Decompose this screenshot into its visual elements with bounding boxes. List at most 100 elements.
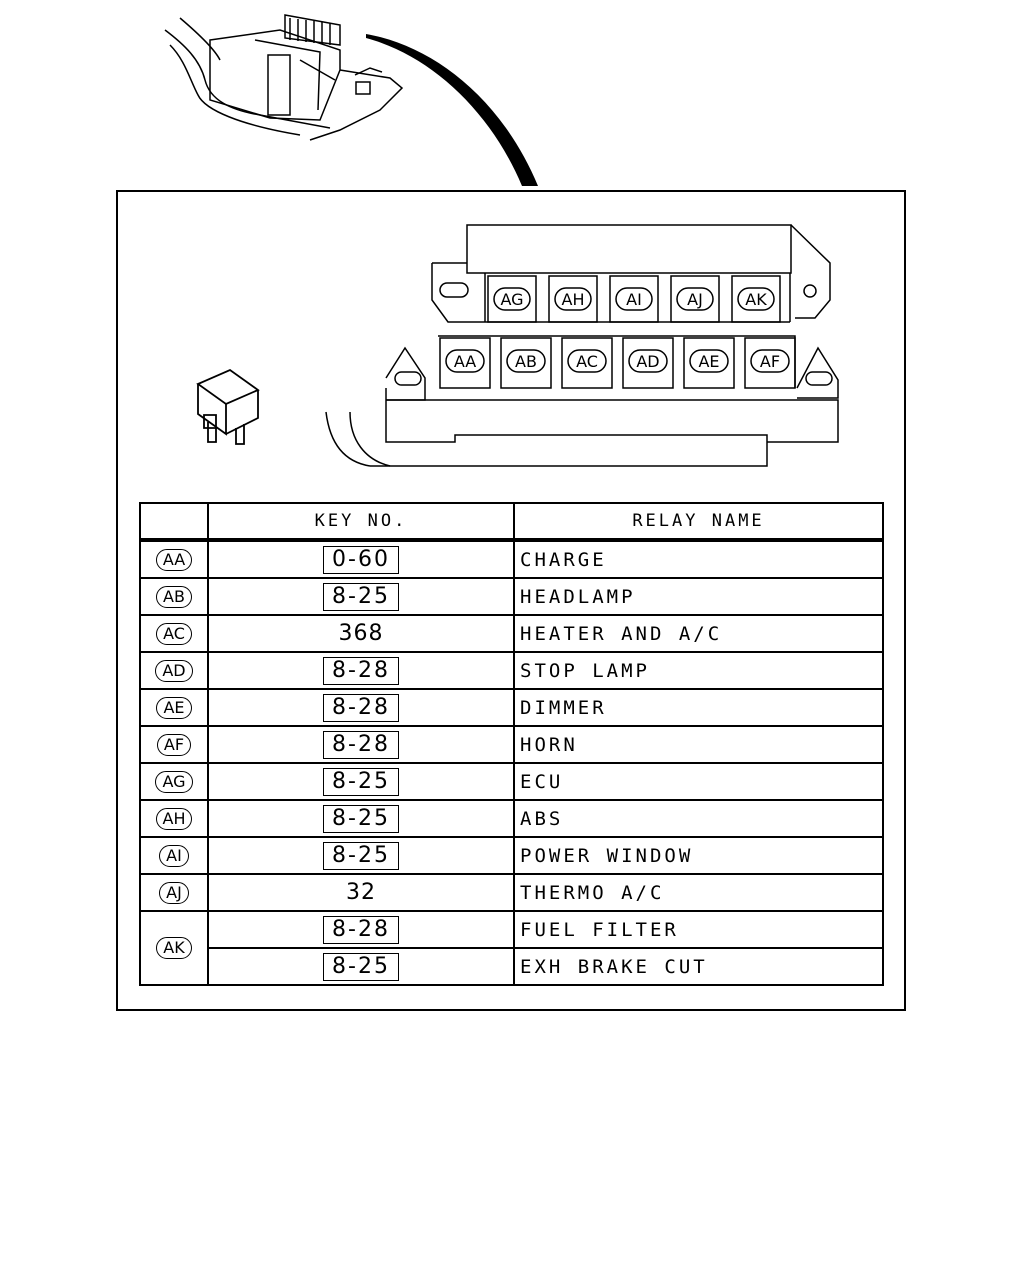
relay-icon (196, 368, 260, 445)
key-no-cell: 8-25 (207, 947, 515, 986)
key-no-cell: 8-28 (207, 688, 515, 727)
relay-name: CHARGE (513, 539, 884, 579)
relay-code: AC (156, 622, 192, 645)
key-no-cell: 8-28 (207, 725, 515, 764)
table-row: AI 8-25 POWER WINDOW (139, 836, 884, 875)
relay-code: AJ (159, 881, 189, 904)
relay-code: AD (155, 659, 193, 682)
relay-code: AG (155, 770, 193, 793)
key-no-cell: 8-25 (207, 799, 515, 838)
relay-code: AE (156, 696, 192, 719)
relay-code-cell: AC (139, 614, 209, 653)
key-no-cell: 32 (207, 873, 515, 912)
relay-slot-label: AG (500, 290, 523, 309)
key-no: 8-25 (323, 582, 399, 611)
header-key-no: KEY NO. (207, 502, 515, 542)
key-no: 8-28 (323, 730, 399, 759)
relay-slot-ak: AK (731, 275, 781, 323)
relay-slot-label: AB (515, 352, 537, 371)
relay-slot-label: AE (698, 352, 719, 371)
relay-slot-aa: AA (439, 337, 491, 389)
key-no: 8-28 (323, 656, 399, 685)
relay-name: ECU (513, 762, 884, 801)
key-no: 8-25 (323, 841, 399, 870)
relay-name: FUEL FILTER (513, 910, 884, 949)
key-no-cell: 8-28 (207, 910, 515, 949)
relay-slot-label: AJ (687, 290, 703, 309)
relay-slot-label: AA (454, 352, 476, 371)
table-row: AK 8-28 FUEL FILTER (139, 910, 884, 986)
key-no-cell: 368 (207, 614, 515, 653)
relay-code: AI (159, 844, 189, 867)
key-no-cell: 8-25 (207, 577, 515, 616)
relay-code: AK (156, 937, 192, 959)
key-no: 8-25 (323, 767, 399, 796)
key-no: 368 (338, 620, 384, 646)
relay-name: EXH BRAKE CUT (513, 947, 884, 986)
table-row: AD 8-28 STOP LAMP (139, 651, 884, 690)
relay-code-cell: AE (139, 688, 209, 727)
top-row-relay-slots: AG AH AI AJ AK (487, 275, 781, 323)
relay-slot-aj: AJ (670, 275, 720, 323)
relay-code: AH (155, 807, 193, 830)
relay-slot-label: AI (626, 290, 642, 309)
relay-slot-label: AK (745, 290, 767, 309)
relay-name: HEATER AND A/C (513, 614, 884, 653)
relay-slot-label: AF (760, 352, 780, 371)
table-header-row: KEY NO. RELAY NAME (139, 502, 884, 542)
relay-slot-label: AD (636, 352, 659, 371)
diagram-frame (116, 190, 906, 1011)
relay-code-cell: AF (139, 725, 209, 764)
key-no-cell: 8-25 (207, 836, 515, 875)
relay-slot-ab: AB (500, 337, 552, 389)
relay-slot-label: AC (576, 352, 598, 371)
relay-slot-ae: AE (683, 337, 735, 389)
relay-name: HEADLAMP (513, 577, 884, 616)
table-row: AC 368 HEATER AND A/C (139, 614, 884, 653)
table-row: AB 8-25 HEADLAMP (139, 577, 884, 616)
relay-name: ABS (513, 799, 884, 838)
relay-slot-ad: AD (622, 337, 674, 389)
relay-name: STOP LAMP (513, 651, 884, 690)
relay-code-cell: AJ (139, 873, 209, 912)
relay-code-cell: AA (139, 539, 209, 579)
callout-pointer (366, 34, 538, 186)
relay-name: HORN (513, 725, 884, 764)
relay-code-cell: AD (139, 651, 209, 690)
key-no: 8-28 (323, 693, 399, 722)
relay-slot-ac: AC (561, 337, 613, 389)
header-code (139, 502, 209, 542)
relay-slot-label: AH (562, 290, 585, 309)
relay-code-cell: AB (139, 577, 209, 616)
header-relay-name: RELAY NAME (513, 502, 884, 542)
relay-slot-ai: AI (609, 275, 659, 323)
key-no: 8-25 (323, 952, 399, 981)
table-row: AG 8-25 ECU (139, 762, 884, 801)
relay-slot-ah: AH (548, 275, 598, 323)
table-row: AH 8-25 ABS (139, 799, 884, 838)
relay-code-cell: AK (139, 910, 209, 986)
table-row: AA 0-60 CHARGE (139, 539, 884, 579)
relay-name: POWER WINDOW (513, 836, 884, 875)
table-row: AJ 32 THERMO A/C (139, 873, 884, 912)
relay-code: AA (155, 548, 193, 571)
key-no: 0-60 (323, 545, 399, 574)
key-no-cell: 8-25 (207, 762, 515, 801)
key-no-cell: 8-28 (207, 651, 515, 690)
relay-slot-af: AF (744, 337, 796, 389)
key-no: 32 (346, 879, 376, 905)
relay-name: THERMO A/C (513, 873, 884, 912)
bottom-row-relay-slots: AA AB AC AD AE AF (439, 337, 796, 389)
relay-slot-ag: AG (487, 275, 537, 323)
key-no-cell: 0-60 (207, 539, 515, 579)
relay-code: AB (156, 585, 192, 608)
relay-code-cell: AG (139, 762, 209, 801)
table-row: 8-25 EXH BRAKE CUT (140, 947, 884, 986)
table-row: AF 8-28 HORN (139, 725, 884, 764)
key-no: 8-28 (323, 915, 399, 944)
key-no: 8-25 (323, 804, 399, 833)
relay-code-cell: AH (139, 799, 209, 838)
